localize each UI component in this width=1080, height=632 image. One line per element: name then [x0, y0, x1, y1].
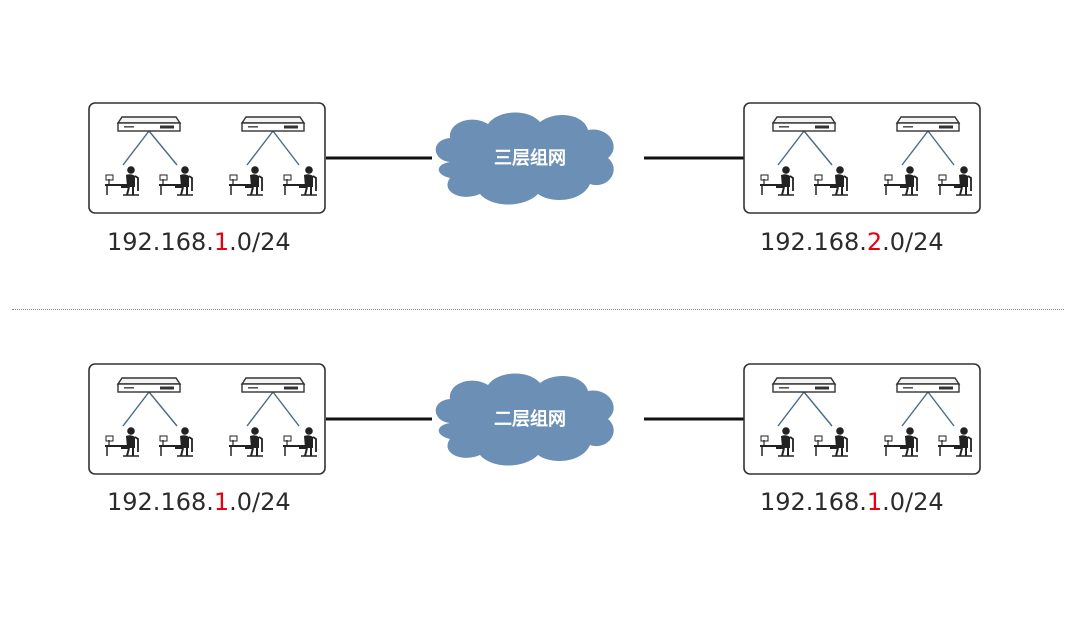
subnet-label-right: 192.168.2.0/24: [760, 228, 944, 256]
site-box-left: [89, 103, 325, 213]
subnet-label-right: 192.168.1.0/24: [760, 488, 944, 516]
dotted-divider: [12, 309, 1064, 310]
cloud-label: 二层组网: [494, 408, 566, 430]
diagram-layer3: 三层组网 192.168.1.0/24 192.168.2.0/24: [89, 103, 980, 256]
subnet-label-left: 192.168.1.0/24: [107, 228, 291, 256]
subnet-label-left: 192.168.1.0/24: [107, 488, 291, 516]
cloud-label: 三层组网: [494, 147, 566, 169]
site-box-left: [89, 364, 325, 474]
site-box-right: [744, 364, 980, 474]
diagram-layer2: 二层组网 192.168.1.0/24 192.168.1.0/24: [89, 364, 980, 516]
site-box-right: [744, 103, 980, 213]
